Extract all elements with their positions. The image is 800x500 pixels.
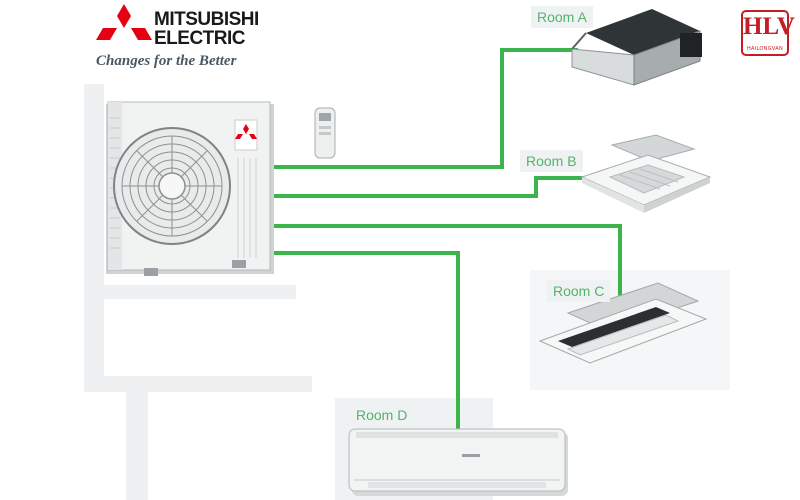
- ducted-unit-box: [680, 33, 702, 57]
- building-wall-left: [84, 84, 104, 390]
- outdoor-unit-logo-icon: [234, 119, 258, 151]
- fan-hub: [158, 172, 186, 200]
- cassette-grille-lines: [619, 168, 679, 190]
- remote-button-row-2: [319, 132, 331, 135]
- logo-diamond-left: [96, 28, 117, 40]
- hlv-badge: HLV HAILONGVAN: [741, 10, 795, 56]
- room-b-label: Room B: [520, 150, 583, 172]
- one-way-slot: [558, 307, 670, 347]
- building-wall-inner: [96, 285, 296, 299]
- fan-grille-icon: [121, 135, 223, 237]
- building-wall-column: [126, 388, 148, 500]
- indoor-unit-4-way-cassette: [580, 134, 712, 213]
- pipe-room-b: [270, 176, 586, 198]
- mitsubishi-electric-logo: MITSUBISHI ELECTRIC Changes for the Bett…: [96, 4, 266, 70]
- indoor-unit-1-way-cassette: [538, 282, 708, 364]
- cassette-panel-edge-right: [644, 177, 710, 213]
- ducted-unit-edge: [571, 32, 587, 50]
- logo-diamond-top: [117, 4, 131, 28]
- room-a-label: Room A: [531, 6, 593, 28]
- hlv-badge-text: HLV: [743, 13, 795, 40]
- brand-tagline: Changes for the Better: [96, 53, 237, 69]
- remote-display: [319, 113, 331, 121]
- indoor-unit-ducted: [571, 9, 702, 86]
- wall-unit-body: [348, 428, 566, 492]
- brand-name-line1: MITSUBISHI: [154, 9, 259, 30]
- brand-name-line2: ELECTRIC: [154, 28, 246, 49]
- pipe-room-d: [270, 251, 460, 432]
- cassette-panel-edge: [582, 177, 644, 213]
- three-diamonds-logo-mark: [96, 4, 152, 40]
- wall-unit-vane: [368, 482, 546, 488]
- wall-unit-top-grille: [356, 432, 558, 438]
- pipe-room-a: [270, 48, 578, 169]
- cassette-grille: [608, 164, 686, 194]
- pipe-room-c: [270, 224, 622, 304]
- remote-controller: [314, 107, 336, 159]
- outdoor-condenser-unit: [106, 101, 274, 276]
- cassette-top-box: [610, 134, 696, 162]
- logo-diamond-right: [131, 28, 152, 40]
- outdoor-unit-foot-right: [232, 260, 246, 268]
- room-d-label: Room D: [356, 407, 408, 423]
- one-way-vane: [566, 314, 680, 356]
- wall-unit-badge: [462, 454, 480, 457]
- indoor-unit-wall-mounted: [348, 428, 568, 496]
- hlv-badge-subtext: HAILONGVAN: [746, 46, 784, 52]
- ducted-unit-front: [571, 48, 635, 86]
- room-c-label: Room C: [547, 280, 611, 302]
- remote-button-row: [319, 126, 331, 129]
- ducted-unit-top: [586, 9, 700, 55]
- outdoor-unit-foot-left: [144, 268, 158, 276]
- outdoor-unit-right-vents: [237, 158, 257, 258]
